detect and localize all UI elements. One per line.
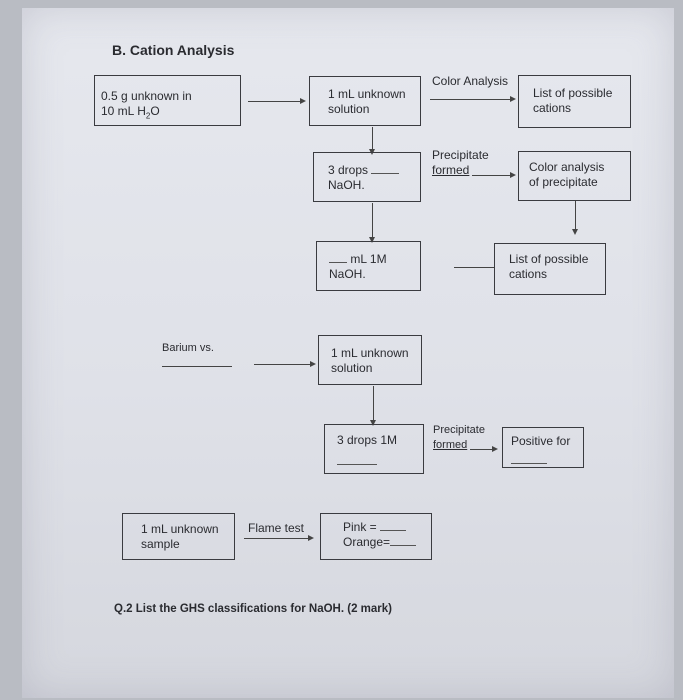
barium-drops-label: 3 drops 1M — [337, 433, 398, 447]
barium-precipitate-line1: Precipitate — [433, 424, 485, 436]
worksheet-page: B. Cation Analysis 0.5 g unknown in 10 m… — [22, 8, 674, 698]
arrow-10-shaft — [470, 449, 494, 450]
arrow-9-head — [370, 420, 376, 426]
section-title: B. Cation Analysis — [112, 42, 235, 58]
precipitate-color-line2: of precipitate — [529, 175, 598, 189]
naoh-drops-box: 3 drops NaOH. — [313, 152, 421, 202]
flame-sample-line1: 1 mL unknown — [141, 522, 219, 536]
arrow-11-shaft — [244, 538, 310, 539]
naoh-drops-line1: 3 drops — [328, 163, 414, 178]
possible-cations-line1: List of possible — [533, 86, 613, 100]
barium-solution-box: 1 mL unknown solution — [318, 335, 422, 385]
positive-for-line2 — [511, 453, 577, 468]
possible-cations-box-2: List of possible cations — [494, 243, 606, 295]
positive-for-box: Positive for — [502, 427, 584, 468]
naoh-drops-line2: NaOH. — [328, 178, 365, 192]
arrow-11-head — [308, 535, 314, 541]
flame-sample-box: 1 mL unknown sample — [122, 513, 235, 560]
arrow-5-shaft — [372, 203, 373, 239]
arrow-6-head — [572, 229, 578, 235]
barium-label: Barium vs. — [162, 342, 214, 354]
question-text: Q.2 List the GHS classifications for NaO… — [114, 603, 392, 615]
possible-cations-2-line1: List of possible — [509, 252, 589, 266]
barium-solution-line2: solution — [331, 361, 373, 375]
barium-precipitate-line2: formed — [433, 439, 468, 451]
arrow-10-head — [492, 446, 498, 452]
arrow-9-shaft — [373, 386, 374, 422]
precipitate-color-line1: Color analysis — [529, 160, 605, 174]
arrow-4-head — [510, 172, 516, 178]
pink-line: Pink = — [343, 520, 425, 535]
unknown-box-line1: 0.5 g unknown in — [101, 89, 192, 103]
arrow-2-head — [510, 96, 516, 102]
solution-line1: 1 mL unknown — [328, 87, 406, 101]
arrow-1-shaft — [248, 101, 302, 102]
orange-line: Orange= — [343, 535, 425, 550]
barium-solution-line1: 1 mL unknown — [331, 346, 409, 360]
flame-sample-line2: sample — [141, 537, 180, 551]
unknown-mixture-box: 0.5 g unknown in 10 mL H2O — [94, 75, 241, 126]
arrow-8-shaft — [254, 364, 312, 365]
drops-blank[interactable] — [371, 173, 400, 174]
arrow-4-shaft — [472, 175, 512, 176]
arrow-8-head — [310, 361, 316, 367]
precipitate-label-line1: Precipitate — [432, 148, 489, 162]
arrow-1-head — [300, 98, 306, 104]
naoh-ml-line1: mL 1M — [329, 252, 414, 267]
arrow-7-shaft — [454, 267, 494, 268]
ml-blank[interactable] — [329, 262, 347, 263]
unknown-solution-box: 1 mL unknown solution — [309, 76, 421, 126]
precipitate-label-line2: formed — [432, 163, 470, 177]
possible-cations-line2: cations — [533, 101, 572, 115]
possible-cations-2-line2: cations — [509, 267, 548, 281]
possible-cations-box: List of possible cations — [518, 75, 631, 128]
naoh-ml-line2: NaOH. — [329, 267, 366, 281]
orange-blank[interactable] — [390, 545, 417, 546]
arrow-3-shaft — [372, 127, 373, 151]
flame-result-box: Pink = Orange= — [320, 513, 432, 560]
positive-blank[interactable] — [511, 463, 547, 464]
naoh-ml-box: mL 1M NaOH. — [316, 241, 421, 291]
solution-line2: solution — [328, 102, 370, 116]
arrow-6-shaft — [575, 201, 576, 231]
color-analysis-label: Color Analysis — [432, 74, 509, 88]
flame-test-label: Flame test — [248, 521, 305, 535]
pink-blank[interactable] — [380, 530, 407, 531]
arrow-5-head — [369, 237, 375, 243]
barium-drops-line2 — [337, 454, 417, 469]
positive-for-label: Positive for — [511, 434, 571, 448]
precipitate-color-box: Color analysis of precipitate — [518, 151, 631, 201]
unknown-box-line2: 10 mL H2O — [101, 104, 160, 121]
barium-blank[interactable] — [162, 366, 232, 367]
barium-drops-box: 3 drops 1M — [324, 424, 424, 474]
reagent-blank[interactable] — [337, 464, 377, 465]
arrow-2-shaft — [430, 99, 512, 100]
